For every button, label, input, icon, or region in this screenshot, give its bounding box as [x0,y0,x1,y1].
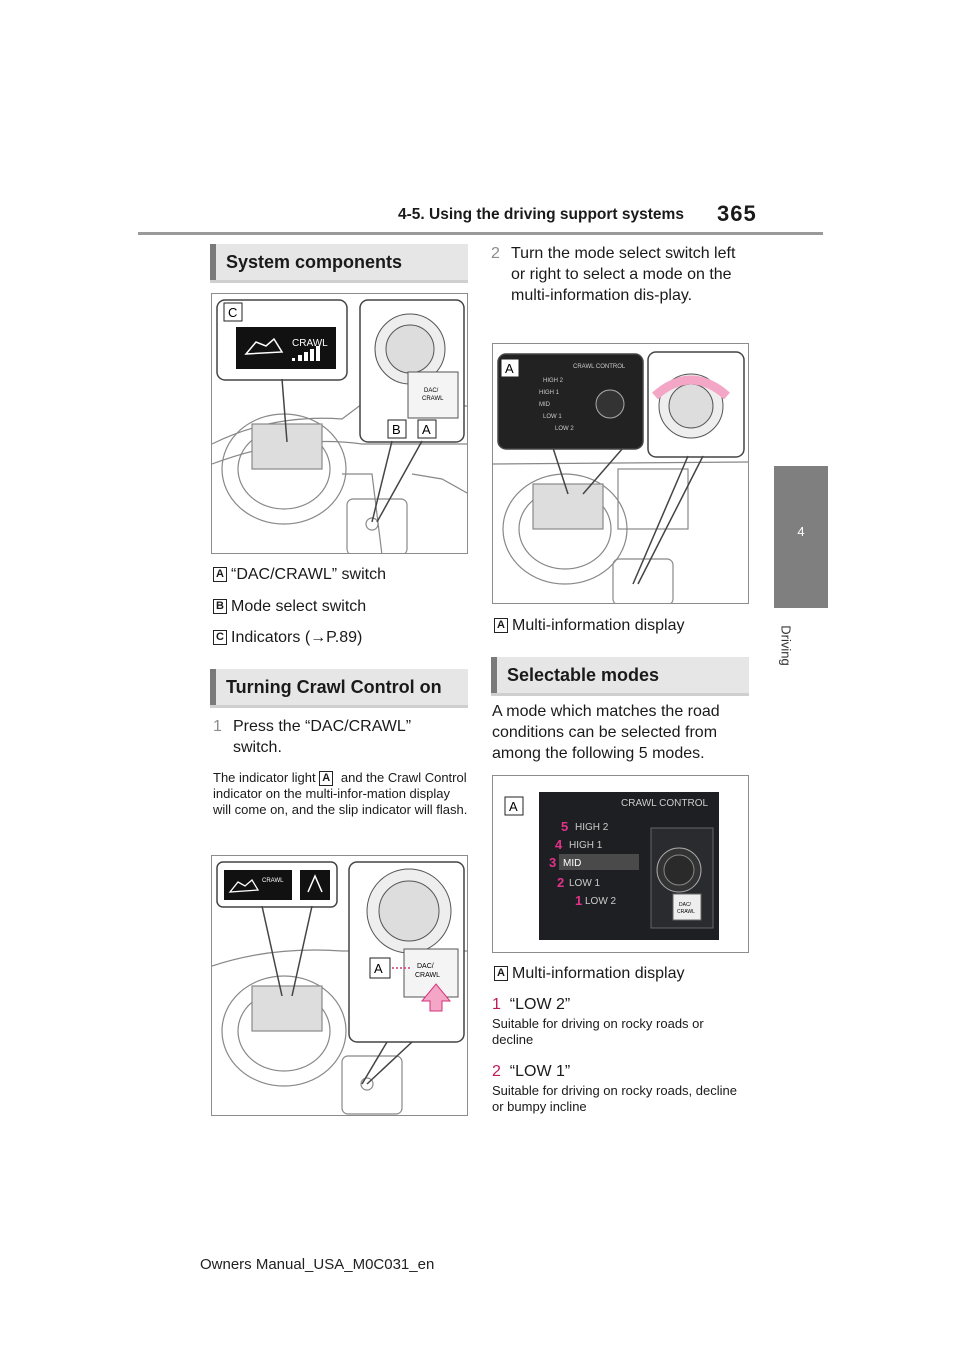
section-title-selectable-modes: Selectable modes [491,657,749,696]
dac-switch-illustration: CRAWL DAC/ CRAWL A [212,861,467,1115]
rotate-arrow-icon [652,375,730,400]
figure-mode-select: CRAWL CONTROL HIGH 2 HIGH 1 MID LOW 1 LO… [492,343,749,604]
mode-1-title: 1 “LOW 2” [492,996,571,1013]
step-2-number: 2 [491,245,500,262]
mode-low2: LOW 2 [585,896,617,907]
step-1-text: Press the “DAC/CRAWL” switch. [233,718,412,756]
callout-a: A [422,422,431,437]
mode-num-5: 5 [561,819,568,834]
crawl-control-text: CRAWL CONTROL [573,364,626,370]
callout-a-4: A [509,799,518,814]
svg-text:DAC/: DAC/ [679,902,692,908]
figure-modes-display: CRAWL CONTROL HIGH 2 HIGH 1 MID LOW 1 LO… [492,775,749,953]
mode-num-4: 4 [555,837,563,852]
modes-intro: A mode which matches the road conditions… [492,703,720,762]
mode-num-2: 2 [557,875,564,890]
svg-text:CRAWL: CRAWL [415,972,440,979]
dac-crawl-label: DAC/ [424,388,439,394]
mode-high2: HIGH 2 [575,822,609,833]
chapter-label: Driving [778,625,794,666]
svg-text:LOW 1: LOW 1 [543,414,562,420]
crawl-control-text-2: CRAWL CONTROL [621,798,708,809]
svg-text:LOW 2: LOW 2 [555,426,574,432]
mode-2-desc: Suitable for driving on rocky roads, dec… [492,1083,737,1114]
section-header: 4-5. Using the driving support systems [398,206,684,223]
mode-mid: MID [563,858,581,869]
crawl-indicator-text-2: CRAWL [262,878,284,884]
mode-high1: HIGH 1 [569,840,603,851]
mode-num-3: 3 [549,855,556,870]
svg-text:MID: MID [539,402,551,408]
page-number: 365 [717,201,757,226]
section-title-system-components: System components [210,244,468,283]
callout-c: C [228,305,237,320]
chapter-tab: 4 [774,466,828,608]
callout-b: B [392,422,401,437]
crawl-indicator-text: CRAWL [292,338,328,349]
dashboard-illustration: CRAWL C DAC/ CRAWL B A [212,299,467,553]
mode-1-desc: Suitable for driving on rocky roads or d… [492,1016,704,1047]
mode-select-illustration: CRAWL CONTROL HIGH 2 HIGH 1 MID LOW 1 LO… [493,351,748,603]
svg-text:HIGH 2: HIGH 2 [543,378,564,384]
mode-2-title: 2 “LOW 1” [492,1063,571,1080]
step-2-text: Turn the mode select switch left or righ… [511,245,736,304]
step-1-number: 1 [213,718,222,735]
header-rule [138,232,823,235]
mode-low1: LOW 1 [569,878,601,889]
svg-text:HIGH 1: HIGH 1 [539,390,560,396]
component-a: A“DAC/CRAWL” switch [213,564,386,585]
mode-num-1: 1 [575,893,582,908]
svg-text:CRAWL: CRAWL [422,396,444,402]
figure-system-components: CRAWL C DAC/ CRAWL B A [211,293,468,554]
crawl-on-note: The indicator light A and the Crawl Cont… [213,770,468,818]
callout-a-3: A [505,361,514,376]
callout-a-2: A [374,961,383,976]
modes-display-illustration: CRAWL CONTROL HIGH 2 HIGH 1 MID LOW 1 LO… [504,792,719,940]
press-arrow-icon [420,983,452,1012]
chapter-number: 4 [797,524,805,539]
footer: Owners Manual_USA_M0C031_en [200,1256,435,1273]
section-title-crawl-on: Turning Crawl Control on [210,669,468,708]
svg-text:DAC/: DAC/ [417,963,434,970]
svg-text:CRAWL: CRAWL [677,909,695,915]
figure-crawl-switch: CRAWL DAC/ CRAWL A [211,855,468,1116]
